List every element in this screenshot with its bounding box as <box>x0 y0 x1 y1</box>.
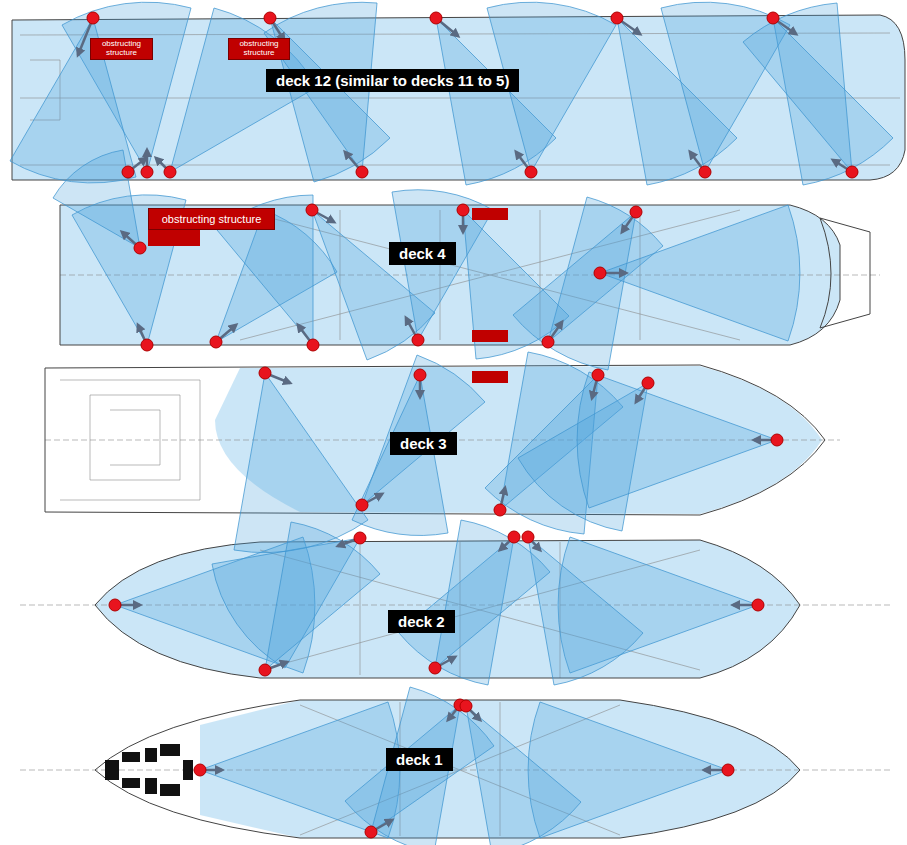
camera-cone <box>435 520 550 668</box>
camera-dot <box>356 499 368 511</box>
obstruction-box: obstructing structure <box>90 38 153 60</box>
machinery <box>105 744 193 796</box>
camera-cone <box>577 372 777 508</box>
machinery <box>160 744 180 756</box>
camera-dot <box>752 599 764 611</box>
deck-name: deck 12 (similar to decks 11 to 5) <box>276 72 509 89</box>
camera-dot <box>611 12 623 24</box>
camera-cone <box>352 375 448 535</box>
camera-dot <box>592 369 604 381</box>
camera-dot <box>141 166 153 178</box>
camera-cone <box>743 3 852 172</box>
camera-dot <box>264 12 276 24</box>
deck-label: deck 4 <box>389 242 456 265</box>
camera-dot <box>365 826 377 838</box>
camera-dot <box>412 334 424 346</box>
obstruction-block <box>472 371 508 383</box>
camera-dot <box>134 242 146 254</box>
camera-cone <box>53 150 140 248</box>
obstruction-text: obstructing structure <box>93 40 150 58</box>
camera-dot <box>429 662 441 674</box>
camera-dot <box>457 204 469 216</box>
camera-dot <box>141 339 153 351</box>
camera-dot <box>194 764 206 776</box>
camera-dot <box>630 206 642 218</box>
deck-label: deck 3 <box>390 432 457 455</box>
camera-dot <box>164 166 176 178</box>
camera-dot <box>494 504 506 516</box>
obstruction-box: obstructing structure <box>228 38 290 60</box>
camera-dot <box>414 369 426 381</box>
camera-cone <box>10 2 893 845</box>
camera-dot <box>542 336 554 348</box>
deck-label: deck 12 (similar to decks 11 to 5) <box>266 69 519 92</box>
obstruction-text: obstructing structure <box>151 213 272 225</box>
camera-cone <box>265 522 380 670</box>
camera-dot <box>722 764 734 776</box>
camera-dot <box>430 12 442 24</box>
camera-dot <box>642 377 654 389</box>
camera-arrow <box>78 18 852 832</box>
camera-dot <box>87 12 99 24</box>
obstruction-block <box>472 208 508 220</box>
camera-cone <box>513 212 636 370</box>
camera-dot <box>354 532 366 544</box>
deck-name: deck 2 <box>398 613 445 630</box>
camera-dot <box>109 599 121 611</box>
camera-dot <box>846 166 858 178</box>
machinery <box>122 778 140 788</box>
camera-cone <box>528 537 643 685</box>
camera-dot <box>771 434 783 446</box>
camera-dot <box>508 531 520 543</box>
obstruction-block <box>148 229 200 246</box>
camera-dot <box>259 367 271 379</box>
machinery <box>145 778 157 794</box>
camera-cone <box>600 205 800 341</box>
camera-dot <box>356 166 368 178</box>
camera-dot <box>122 166 134 178</box>
camera-dot <box>210 336 222 348</box>
machinery <box>183 760 193 780</box>
deck-name: deck 3 <box>400 435 447 452</box>
camera-dot <box>594 267 606 279</box>
hull-outline <box>820 218 870 328</box>
deck-name: deck 1 <box>396 751 443 768</box>
machinery <box>122 752 140 762</box>
camera-dot <box>525 166 537 178</box>
obstruction-block <box>148 208 508 383</box>
obstruction-text: obstructing structure <box>231 40 287 58</box>
camera-dot <box>307 339 319 351</box>
deck-name: deck 4 <box>399 245 446 262</box>
camera-dot <box>522 531 534 543</box>
camera-cone <box>371 687 494 832</box>
camera-dot <box>87 12 858 838</box>
deck-label: deck 2 <box>388 610 455 633</box>
camera-dot <box>767 12 779 24</box>
machinery <box>105 760 119 780</box>
deck-structure <box>20 165 890 166</box>
obstruction-block <box>472 330 508 342</box>
deck-label: deck 1 <box>386 748 453 771</box>
camera-cone <box>466 706 581 845</box>
deck-structure <box>60 380 200 500</box>
machinery <box>160 784 180 796</box>
camera-dot <box>259 664 271 676</box>
camera-dot <box>460 700 472 712</box>
camera-dot <box>306 204 318 216</box>
obstruction-box: obstructing structure <box>148 208 275 230</box>
camera-dot <box>699 166 711 178</box>
machinery <box>145 748 157 762</box>
